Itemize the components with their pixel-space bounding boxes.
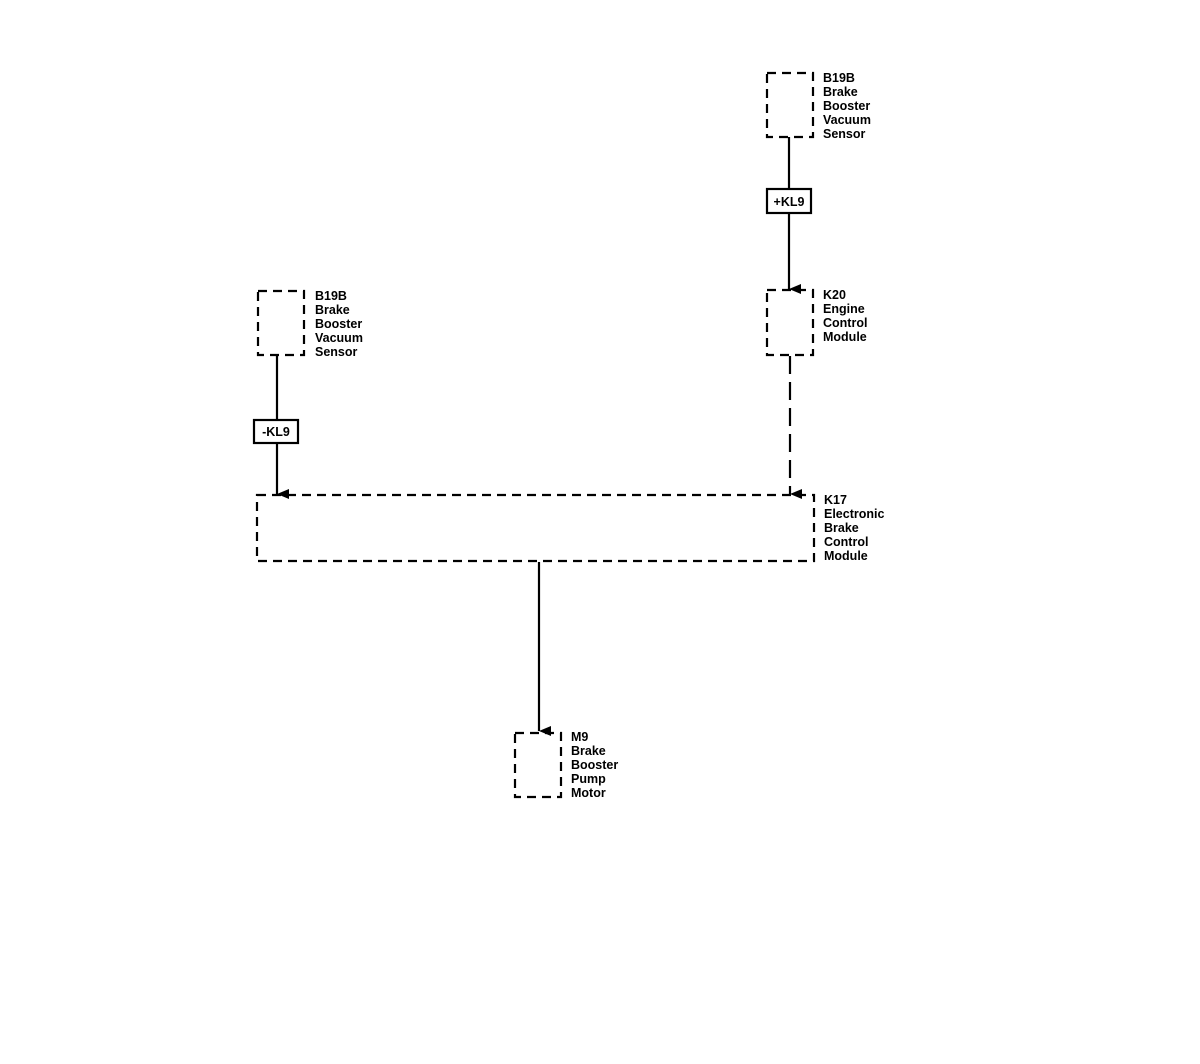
minus-kl9-label: -KL9	[262, 425, 290, 439]
b19b-left-sensor-box	[256, 289, 306, 357]
k17-module-label: K17 Electronic Brake Control Module	[824, 493, 888, 563]
k17-module-box	[255, 493, 816, 563]
plus-kl9-label: +KL9	[774, 195, 805, 209]
k20-module-box	[765, 288, 815, 357]
b19b-top-sensor-box	[765, 71, 815, 139]
m9-motor-box	[513, 731, 563, 799]
k20-module-label: K20 Engine Control Module	[823, 288, 871, 344]
b19b-top-sensor-label: B19B Brake Booster Vacuum Sensor	[823, 71, 874, 141]
b19b-left-sensor-label: B19B Brake Booster Vacuum Sensor	[315, 289, 366, 359]
m9-motor-label: M9 Brake Booster Pump Motor	[571, 730, 622, 800]
